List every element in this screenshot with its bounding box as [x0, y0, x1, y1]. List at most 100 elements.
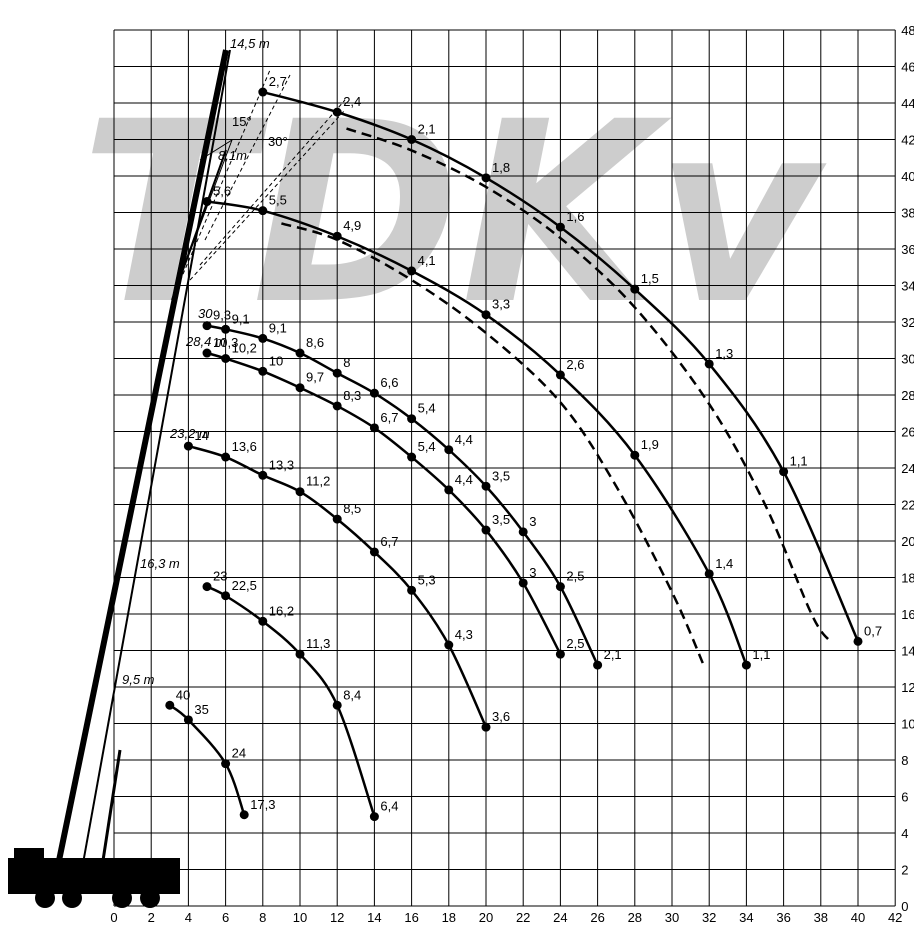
load-point: [369, 423, 379, 433]
load-label: 4,4: [455, 472, 473, 487]
load-point: [332, 231, 342, 241]
load-point: [444, 640, 454, 650]
x-tick-label: 2: [148, 910, 155, 925]
load-label: 4,9: [343, 218, 361, 233]
load-point: [369, 547, 379, 557]
load-point: [779, 467, 789, 477]
load-label: 1,1: [790, 454, 808, 469]
load-label: 11,2: [306, 474, 330, 489]
load-point: [481, 481, 491, 491]
load-label: 2,1: [604, 647, 622, 662]
y-tick-label: 26: [901, 425, 914, 440]
load-label: 17,3: [250, 797, 275, 812]
load-point: [332, 700, 342, 710]
load-label: 2,6: [566, 357, 584, 372]
load-point: [183, 441, 193, 451]
y-tick-label: 8: [901, 753, 908, 768]
y-tick-label: 6: [901, 790, 908, 805]
x-tick-label: 42: [888, 910, 902, 925]
dashed-curve: [281, 222, 705, 666]
load-label: 8,3: [343, 388, 361, 403]
load-label: 10,3: [213, 335, 238, 350]
load-point: [369, 812, 379, 822]
load-label: 3,5: [492, 468, 510, 483]
boom-length-label: 23,2 m: [169, 426, 210, 441]
x-tick-label: 8: [259, 910, 266, 925]
load-point: [258, 470, 268, 480]
load-point: [295, 348, 305, 358]
load-point: [258, 366, 268, 376]
load-label: 10,2: [232, 341, 257, 356]
load-point: [221, 354, 231, 363]
load-label: 1,9: [641, 437, 659, 452]
load-curves: 40352417,32322,516,211,38,46,41413,613,3…: [165, 74, 882, 822]
grid: [113, 29, 896, 907]
boom-length-label: 28,4 m: [185, 334, 226, 349]
load-label: 1,8: [492, 160, 510, 175]
load-point: [407, 135, 417, 144]
load-label: 8,6: [306, 335, 324, 350]
load-point: [332, 514, 342, 524]
load-label: 2,7: [269, 74, 287, 89]
load-label: 3: [529, 565, 536, 580]
x-tick-label: 12: [330, 910, 344, 925]
load-label: 8,4: [343, 687, 361, 702]
load-label: 1,3: [715, 346, 733, 361]
load-point: [518, 527, 528, 537]
load-label: 9,7: [306, 370, 324, 385]
load-label: 35: [194, 702, 208, 717]
load-label: 5,4: [418, 401, 436, 416]
load-label: 13,6: [232, 439, 257, 454]
load-label: 14: [194, 428, 208, 443]
load-point: [518, 578, 528, 588]
load-label: 4,1: [418, 253, 436, 268]
load-point: [221, 452, 231, 462]
load-label: 4,3: [455, 627, 473, 642]
load-label: 5,5: [269, 193, 287, 208]
y-tick-label: 2: [901, 863, 908, 878]
load-point: [481, 310, 491, 320]
load-point: [444, 485, 454, 495]
load-point: [332, 107, 342, 117]
load-point: [221, 591, 231, 601]
boom-length-label: 14,5 m: [230, 36, 270, 51]
load-point: [258, 87, 268, 97]
y-tick-label: 14: [901, 644, 914, 659]
boom-angle-label: 30°: [268, 134, 288, 149]
y-axis-ticks: 0246810121416182022242628303234363840424…: [901, 23, 914, 914]
load-point: [221, 759, 231, 769]
load-label: 3: [529, 514, 536, 529]
load-point: [481, 722, 491, 732]
load-label: 2,1: [418, 122, 436, 137]
load-point: [481, 173, 491, 183]
load-point: [258, 333, 268, 343]
x-tick-label: 0: [110, 910, 117, 925]
load-label: 5,6: [213, 184, 231, 199]
load-label: 11,3: [306, 636, 330, 651]
load-point: [202, 348, 212, 358]
load-label: 3,3: [492, 297, 510, 312]
y-tick-label: 0: [901, 899, 908, 914]
y-tick-label: 16: [901, 607, 914, 622]
load-point: [407, 585, 417, 595]
y-tick-label: 4: [901, 826, 908, 841]
y-tick-label: 32: [901, 315, 914, 330]
x-tick-label: 40: [851, 910, 865, 925]
load-point: [202, 321, 212, 331]
load-label: 6,7: [380, 534, 398, 549]
x-tick-label: 28: [628, 910, 642, 925]
y-tick-label: 38: [901, 206, 914, 221]
load-point: [332, 368, 342, 378]
boom-length-label: 16,3 m: [140, 556, 180, 571]
load-label: 6,4: [380, 799, 398, 814]
x-tick-label: 22: [516, 910, 530, 925]
x-tick-label: 14: [367, 910, 381, 925]
load-point: [853, 636, 863, 646]
x-tick-label: 10: [293, 910, 307, 925]
load-point: [332, 401, 342, 411]
x-tick-label: 18: [442, 910, 456, 925]
load-point: [183, 715, 193, 725]
load-label: 4,4: [455, 432, 473, 447]
